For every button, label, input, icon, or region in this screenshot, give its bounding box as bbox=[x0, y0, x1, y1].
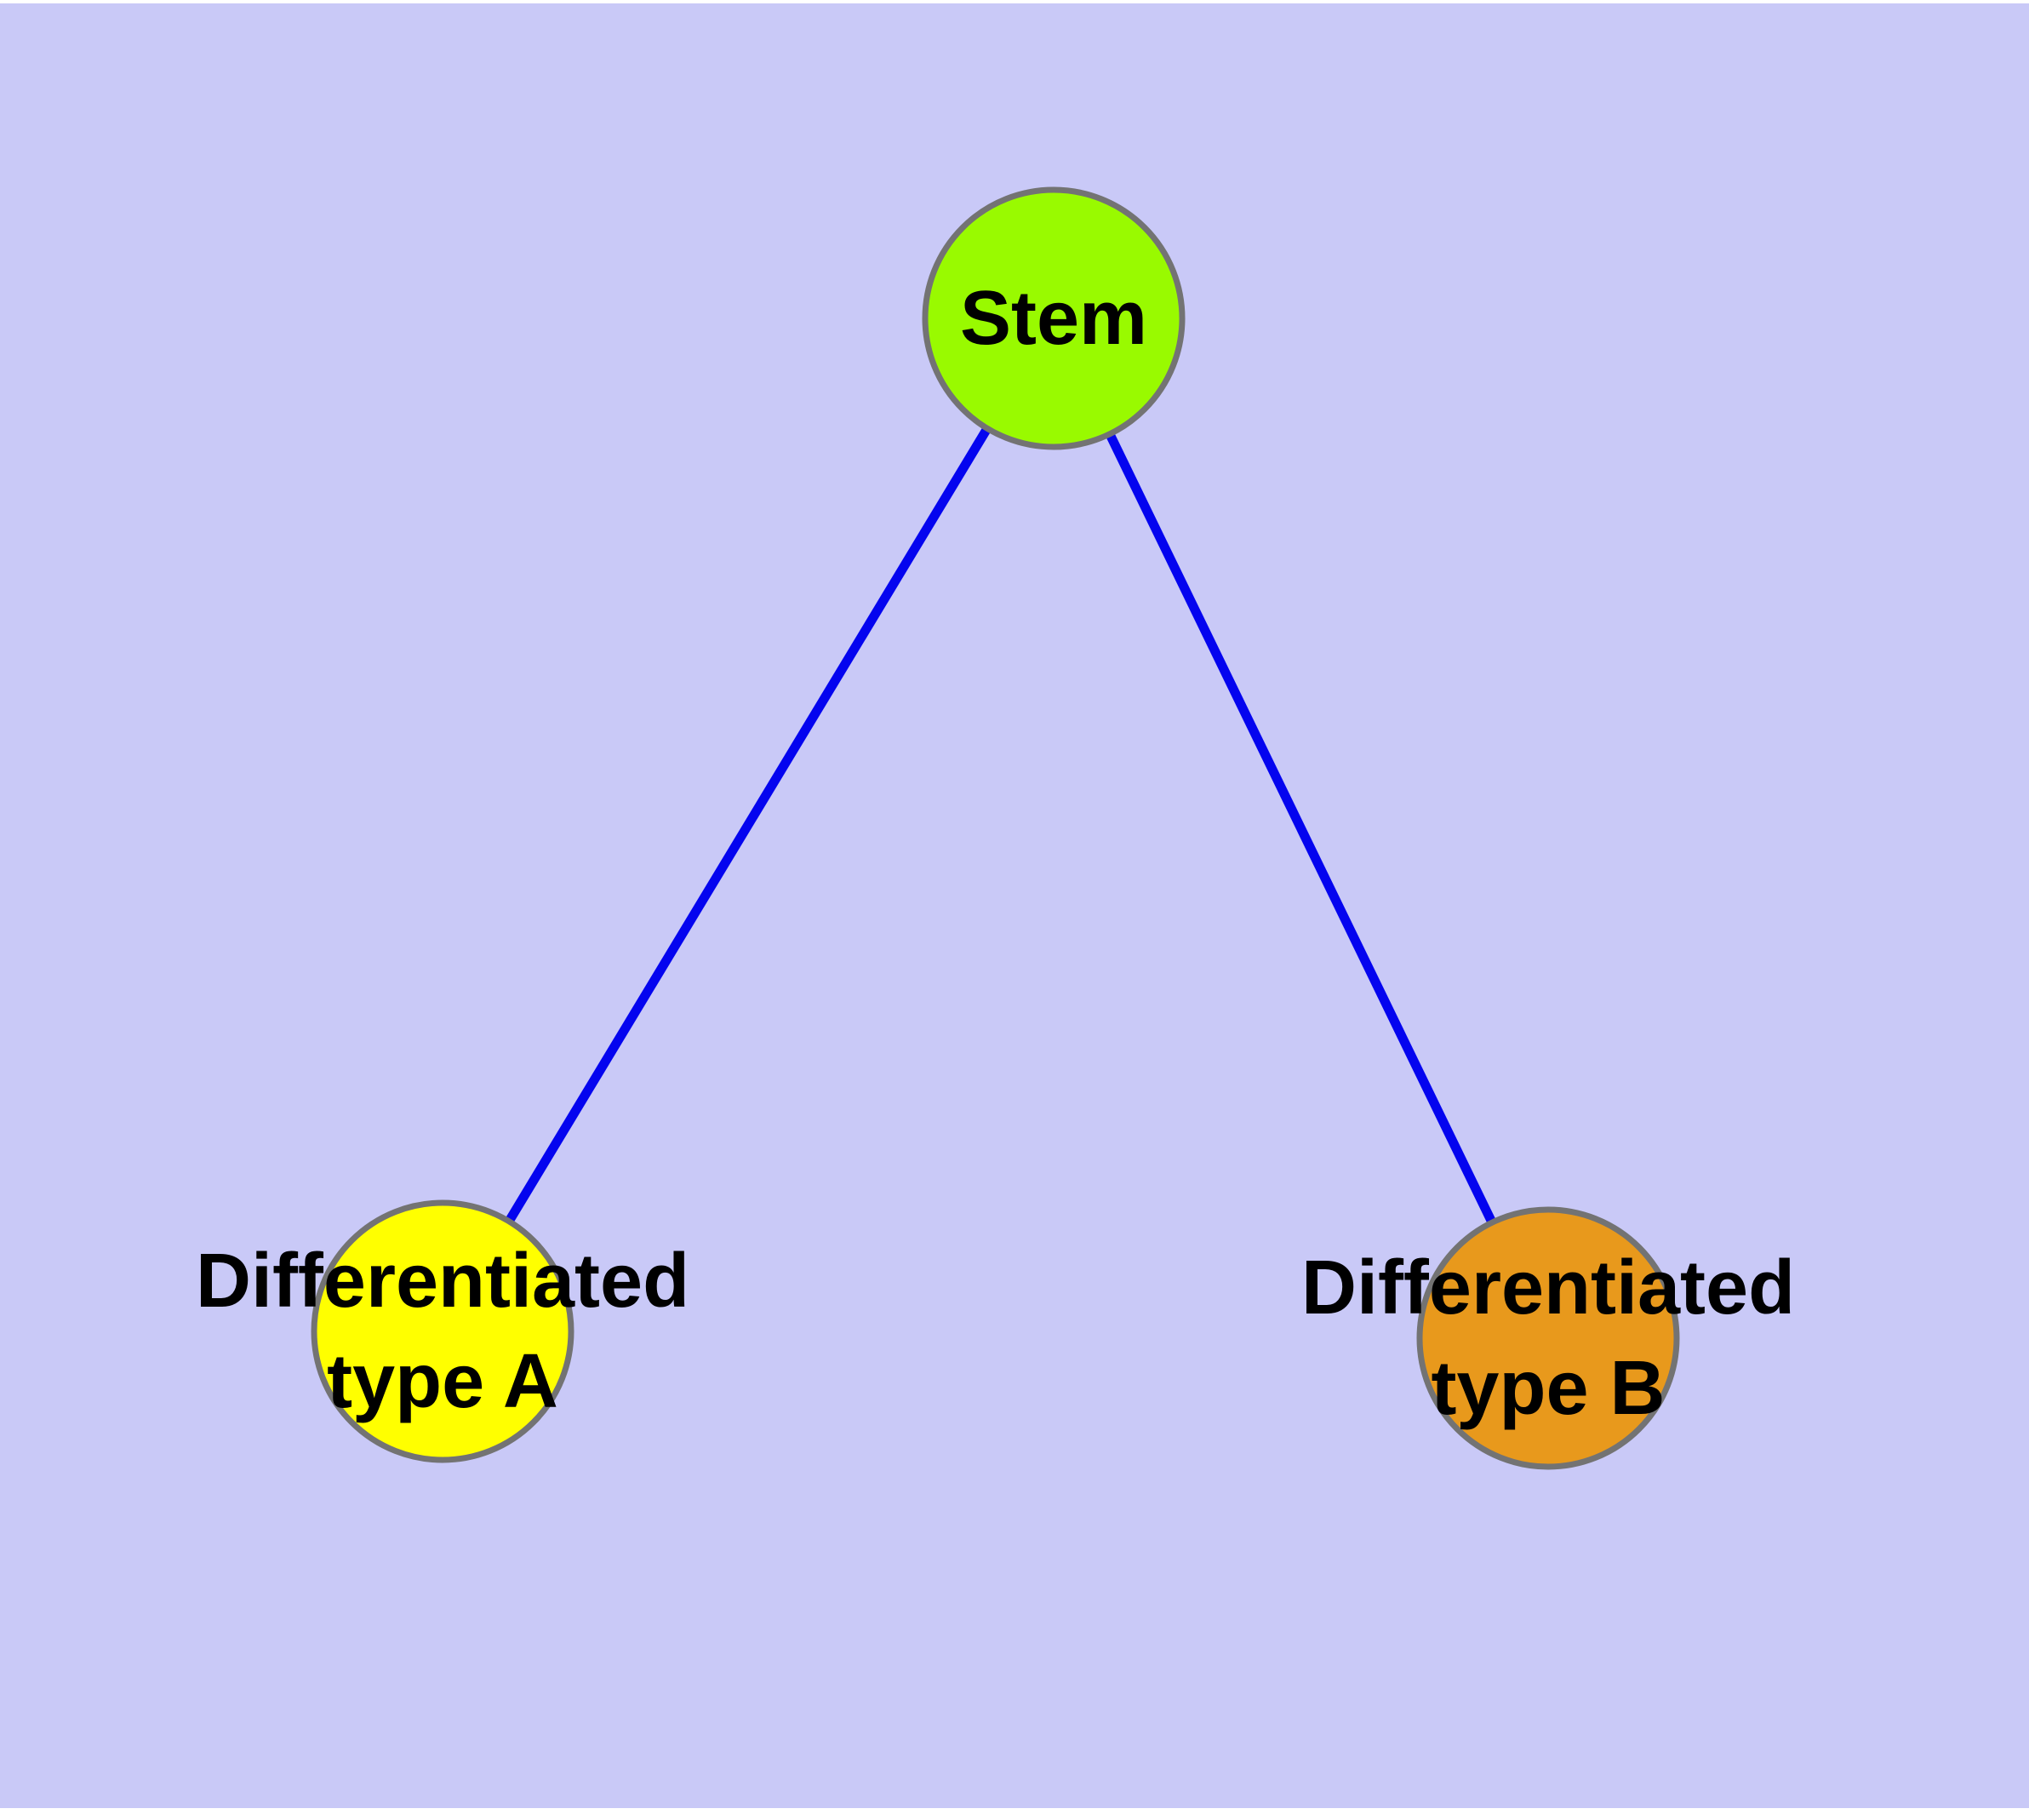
node-differentiated-type-a bbox=[311, 1199, 574, 1463]
edge-stem-to-type-a bbox=[438, 316, 1058, 1334]
node-differentiated-type-b bbox=[1416, 1206, 1680, 1470]
node-stem bbox=[922, 186, 1186, 450]
edge-stem-to-type-b bbox=[1049, 316, 1552, 1341]
